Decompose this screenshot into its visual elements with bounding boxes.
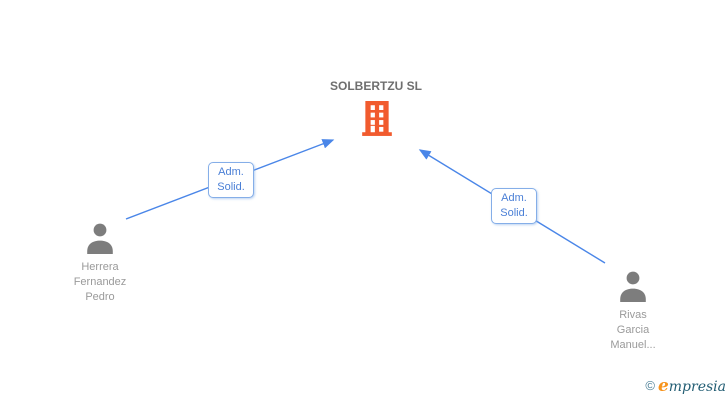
edge-label-line: Adm. (218, 166, 244, 178)
person-name-rivas[interactable]: Rivas Garcia Manuel... (573, 308, 693, 353)
edge-label-adm-solid-left: Adm. Solid. (208, 162, 254, 198)
person-name-line: Herrera (81, 261, 119, 273)
person-icon-rivas[interactable] (617, 270, 649, 302)
person-name-line: Manuel... (610, 339, 656, 351)
copyright-icon: © (645, 378, 655, 393)
person-name-herrera[interactable]: Herrera Fernandez Pedro (40, 260, 160, 305)
edge-label-line: Adm. (501, 192, 527, 204)
company-name[interactable]: SOLBERTZU SL (330, 79, 422, 93)
brand-rest: mpresia (668, 379, 726, 395)
brand-initial: e (657, 376, 669, 396)
edge-label-adm-solid-right: Adm. Solid. (491, 188, 537, 224)
person-name-line: Rivas (619, 309, 647, 321)
person-name-line: Pedro (85, 291, 115, 303)
person-icon-herrera[interactable] (84, 222, 116, 254)
building-icon[interactable] (361, 101, 393, 137)
person-name-line: Fernandez (73, 276, 127, 288)
edge-label-line: Solid. (217, 181, 245, 193)
edge-label-line: Solid. (500, 207, 528, 219)
empresia-logo[interactable]: ©empresia (645, 376, 726, 396)
person-name-line: Garcia (616, 324, 650, 336)
